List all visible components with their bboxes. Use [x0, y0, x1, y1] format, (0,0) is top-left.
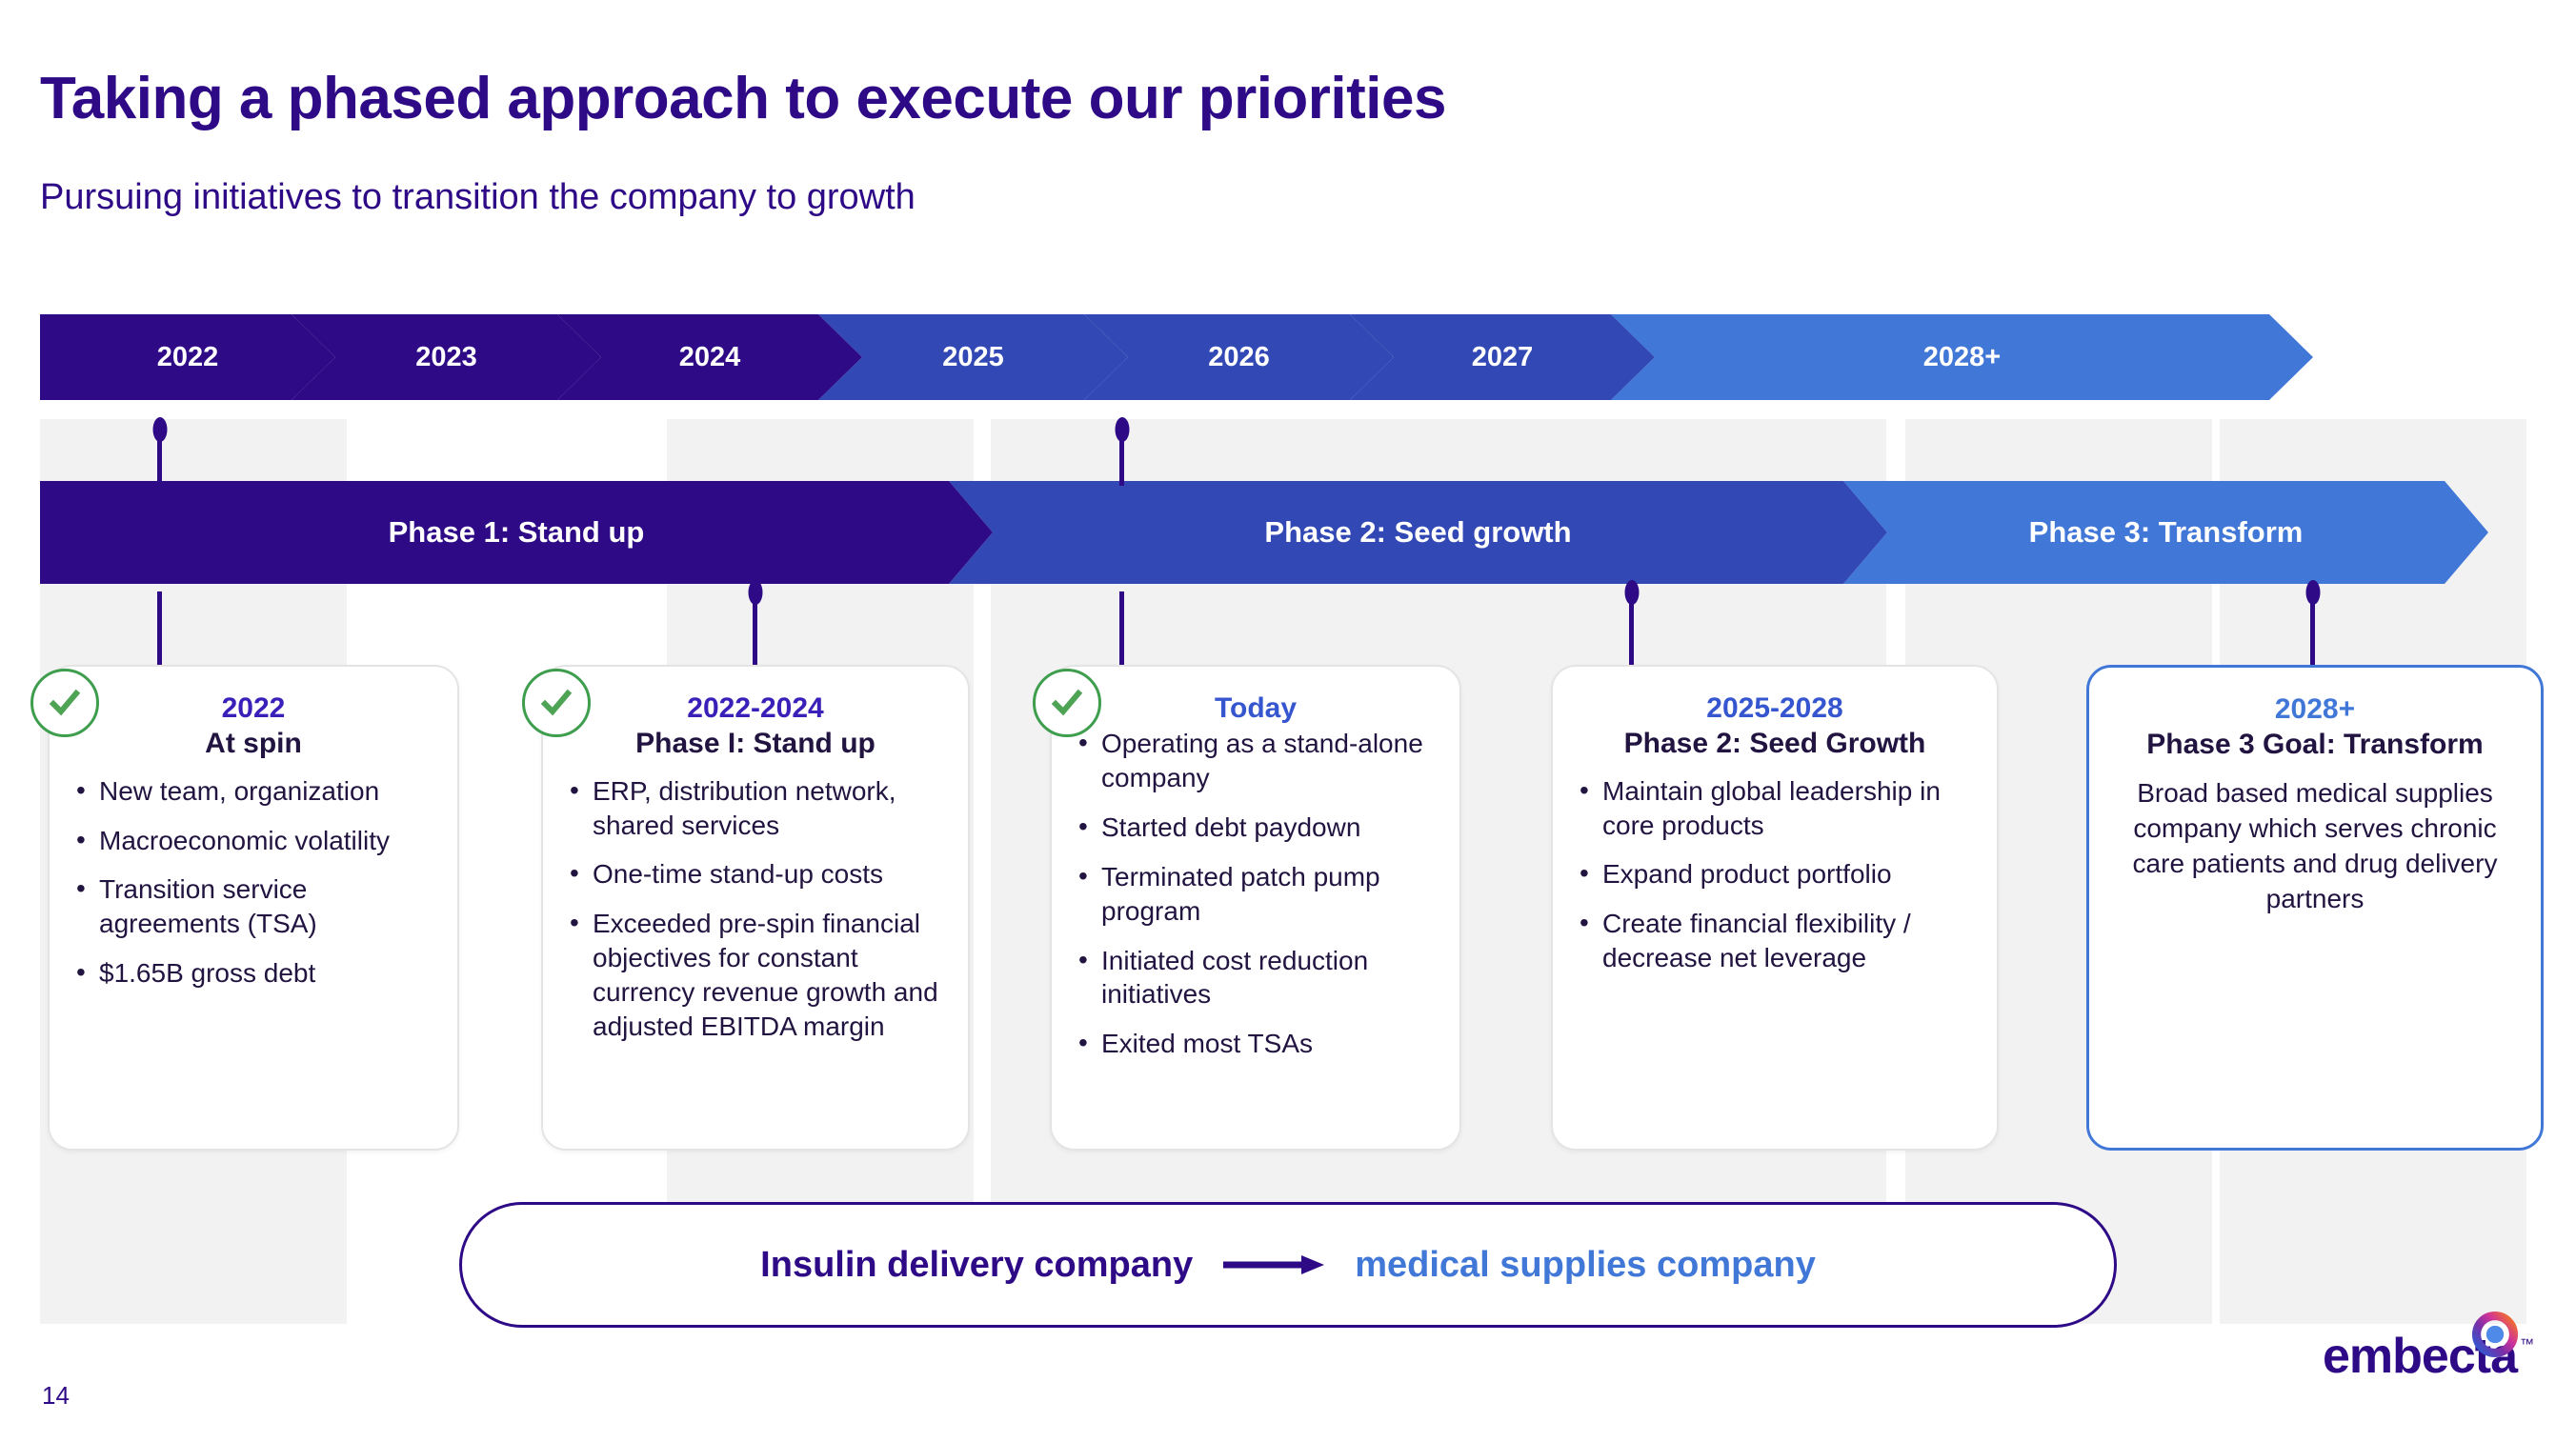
transformation-callout: Insulin delivery company medical supplie… [459, 1202, 2117, 1328]
connector-pin-above-2 [1115, 417, 1129, 486]
card-year-label: 2022 [221, 692, 286, 724]
year-chevron-label: 2023 [415, 341, 477, 372]
card-year-label: 2028+ [2274, 693, 2356, 725]
card-bullet-item: Transition service agreements (TSA) [70, 871, 436, 941]
year-chevron-label: 2028+ [1922, 341, 2002, 372]
card-bullet-item: $1.65B gross debt [70, 955, 436, 991]
completed-check-badge [522, 669, 591, 737]
phase-chevron-label: Phase 3: Transform [2028, 515, 2304, 549]
card-bullet-item: Terminated patch pump program [1073, 859, 1439, 929]
connector-dot-icon [1115, 417, 1129, 442]
phase-chevron-phase-2-seed-growth[interactable]: Phase 2: Seed growth [949, 481, 1887, 584]
embecta-wordmark: embecta [2323, 1329, 2518, 1384]
year-chevron-2022[interactable]: 2022 [40, 314, 335, 400]
embecta-logo: embecta ™ [2323, 1332, 2534, 1381]
year-chevron-label: 2024 [678, 341, 741, 372]
card-year-label: 2025-2028 [1706, 692, 1843, 724]
card-bullet-item: Operating as a stand-alone company [1073, 726, 1439, 795]
card-year-label: Today [1214, 692, 1298, 724]
page-subtitle: Pursuing initiatives to transition the c… [40, 177, 916, 217]
card-bullet-list: ERP, distribution network, shared servic… [564, 773, 947, 1044]
card-body-text: Broad based medical supplies company whi… [2132, 777, 2498, 914]
card-bullet-item: Started debt paydown [1073, 810, 1439, 845]
milestone-card-1[interactable]: 2022 At spinNew team, organizationMacroec… [48, 665, 459, 1151]
year-chevron-label: 2027 [1471, 341, 1534, 372]
card-bullet-list: Maintain global leadership in core produ… [1574, 773, 1976, 975]
page-title: Taking a phased approach to execute our … [40, 66, 1447, 131]
phase-chevron-phase-1-stand-up[interactable]: Phase 1: Stand up [40, 481, 993, 584]
check-icon [540, 689, 573, 716]
completed-check-badge [1033, 669, 1101, 737]
year-chevron-2027[interactable]: 2027 [1350, 314, 1655, 400]
connector-pin-below-1 [157, 591, 162, 672]
callout-from-label: Insulin delivery company [760, 1244, 1194, 1285]
year-timeline-band: 2022 2023 2024 2025 2026 2027 2028+ [40, 314, 2576, 400]
card-subtitle-label: Phase I: Stand up [635, 728, 875, 760]
card-bullet-item: Expand product portfolio [1574, 856, 1976, 891]
card-subtitle-label: At spin [205, 728, 302, 760]
arrow-right-icon [1223, 1255, 1325, 1274]
connector-pin-below-2 [748, 580, 762, 672]
phase-chevron-label: Phase 1: Stand up [388, 515, 645, 549]
embecta-ring-icon [2471, 1311, 2519, 1358]
page-number: 14 [42, 1381, 70, 1410]
completed-check-badge [30, 669, 99, 737]
callout-to-label: medical supplies company [1355, 1244, 1816, 1285]
connector-pin-above-1 [152, 417, 167, 486]
year-chevron-label: 2022 [156, 341, 219, 372]
card-year-label: 2022-2024 [687, 692, 824, 724]
card-bullet-item: Macroeconomic volatility [70, 823, 436, 858]
connector-dot-icon [748, 580, 762, 605]
card-bullet-list: Operating as a stand-alone companyStarte… [1073, 726, 1439, 1061]
year-chevron-2024[interactable]: 2024 [557, 314, 862, 400]
card-bullet-item: Initiated cost reduction initiatives [1073, 943, 1439, 1012]
year-chevron-2025[interactable]: 2025 [818, 314, 1128, 400]
check-icon [1051, 689, 1083, 716]
year-chevron-2028[interactable]: 2028+ [1611, 314, 2313, 400]
card-bullet-item: Create financial flexibility / decrease … [1574, 906, 1976, 975]
card-bullet-item: One-time stand-up costs [564, 856, 947, 891]
card-bullet-item: ERP, distribution network, shared servic… [564, 773, 947, 843]
year-chevron-label: 2026 [1208, 341, 1270, 372]
year-chevron-2023[interactable]: 2023 [292, 314, 601, 400]
card-subtitle-label: Phase 3 Goal: Transform [2146, 729, 2484, 761]
check-icon [49, 689, 81, 716]
card-subtitle-label: Phase 2: Seed Growth [1623, 728, 1926, 760]
connector-dot-icon [2305, 580, 2320, 605]
phase-timeline-band: Phase 1: Stand up Phase 2: Seed growth Pha… [40, 481, 2576, 584]
card-bullet-item: New team, organization [70, 773, 436, 809]
trademark-symbol: ™ [2520, 1336, 2534, 1352]
connector-pin-below-4 [1624, 580, 1639, 672]
card-bullet-item: Maintain global leadership in core produ… [1574, 773, 1976, 843]
card-bullet-list: New team, organizationMacroeconomic vola… [70, 773, 436, 991]
connector-dot-icon [152, 417, 167, 442]
year-chevron-label: 2025 [942, 341, 1004, 372]
year-chevron-2026[interactable]: 2026 [1084, 314, 1394, 400]
milestone-card-3[interactable]: TodayOperating as a stand-alone companyS… [1050, 665, 1461, 1151]
connector-pin-below-5 [2305, 580, 2320, 672]
connector-pin-below-3 [1119, 591, 1124, 672]
phase-chevron-label: Phase 2: Seed growth [1264, 515, 1572, 549]
phase-chevron-phase-3-transform[interactable]: Phase 3: Transform [1843, 481, 2488, 584]
connector-dot-icon [1624, 580, 1639, 605]
card-bullet-item: Exceeded pre-spin financial objectives f… [564, 906, 947, 1043]
card-bullet-item: Exited most TSAs [1073, 1026, 1439, 1061]
